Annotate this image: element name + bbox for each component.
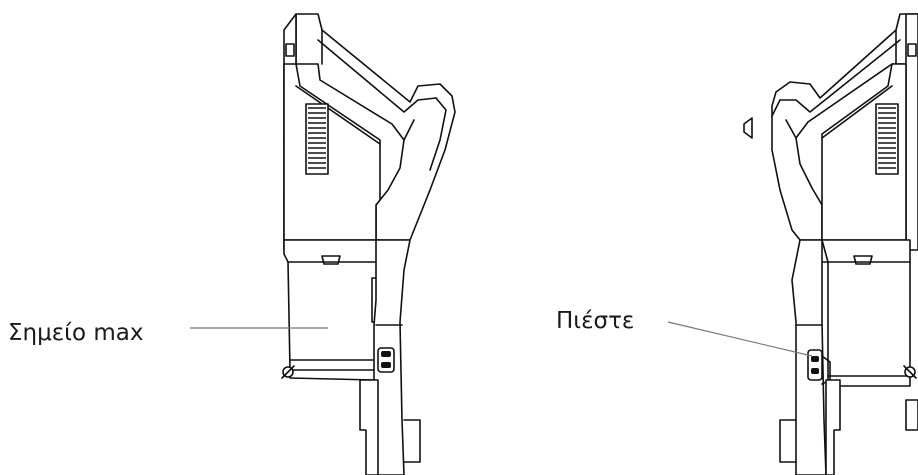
vacuum-right-view (743, 13, 918, 475)
bin-release-button-left (377, 347, 395, 373)
max-mark-label: Σημείο max (8, 320, 143, 346)
vent-grille (305, 103, 329, 175)
press-label: Πιέστε (556, 308, 634, 334)
handle-upper-bar (295, 13, 456, 241)
vacuum-left-view (281, 13, 456, 475)
dust-bin-right (821, 239, 911, 387)
handle-upper-bar-right (771, 13, 918, 241)
bottom-connector-right (825, 379, 841, 475)
dust-bin (283, 239, 381, 371)
press-leader (667, 321, 813, 357)
bottom-connector-left (359, 379, 379, 475)
vent-grille-right (875, 103, 899, 175)
bin-release-button-right (807, 349, 831, 385)
